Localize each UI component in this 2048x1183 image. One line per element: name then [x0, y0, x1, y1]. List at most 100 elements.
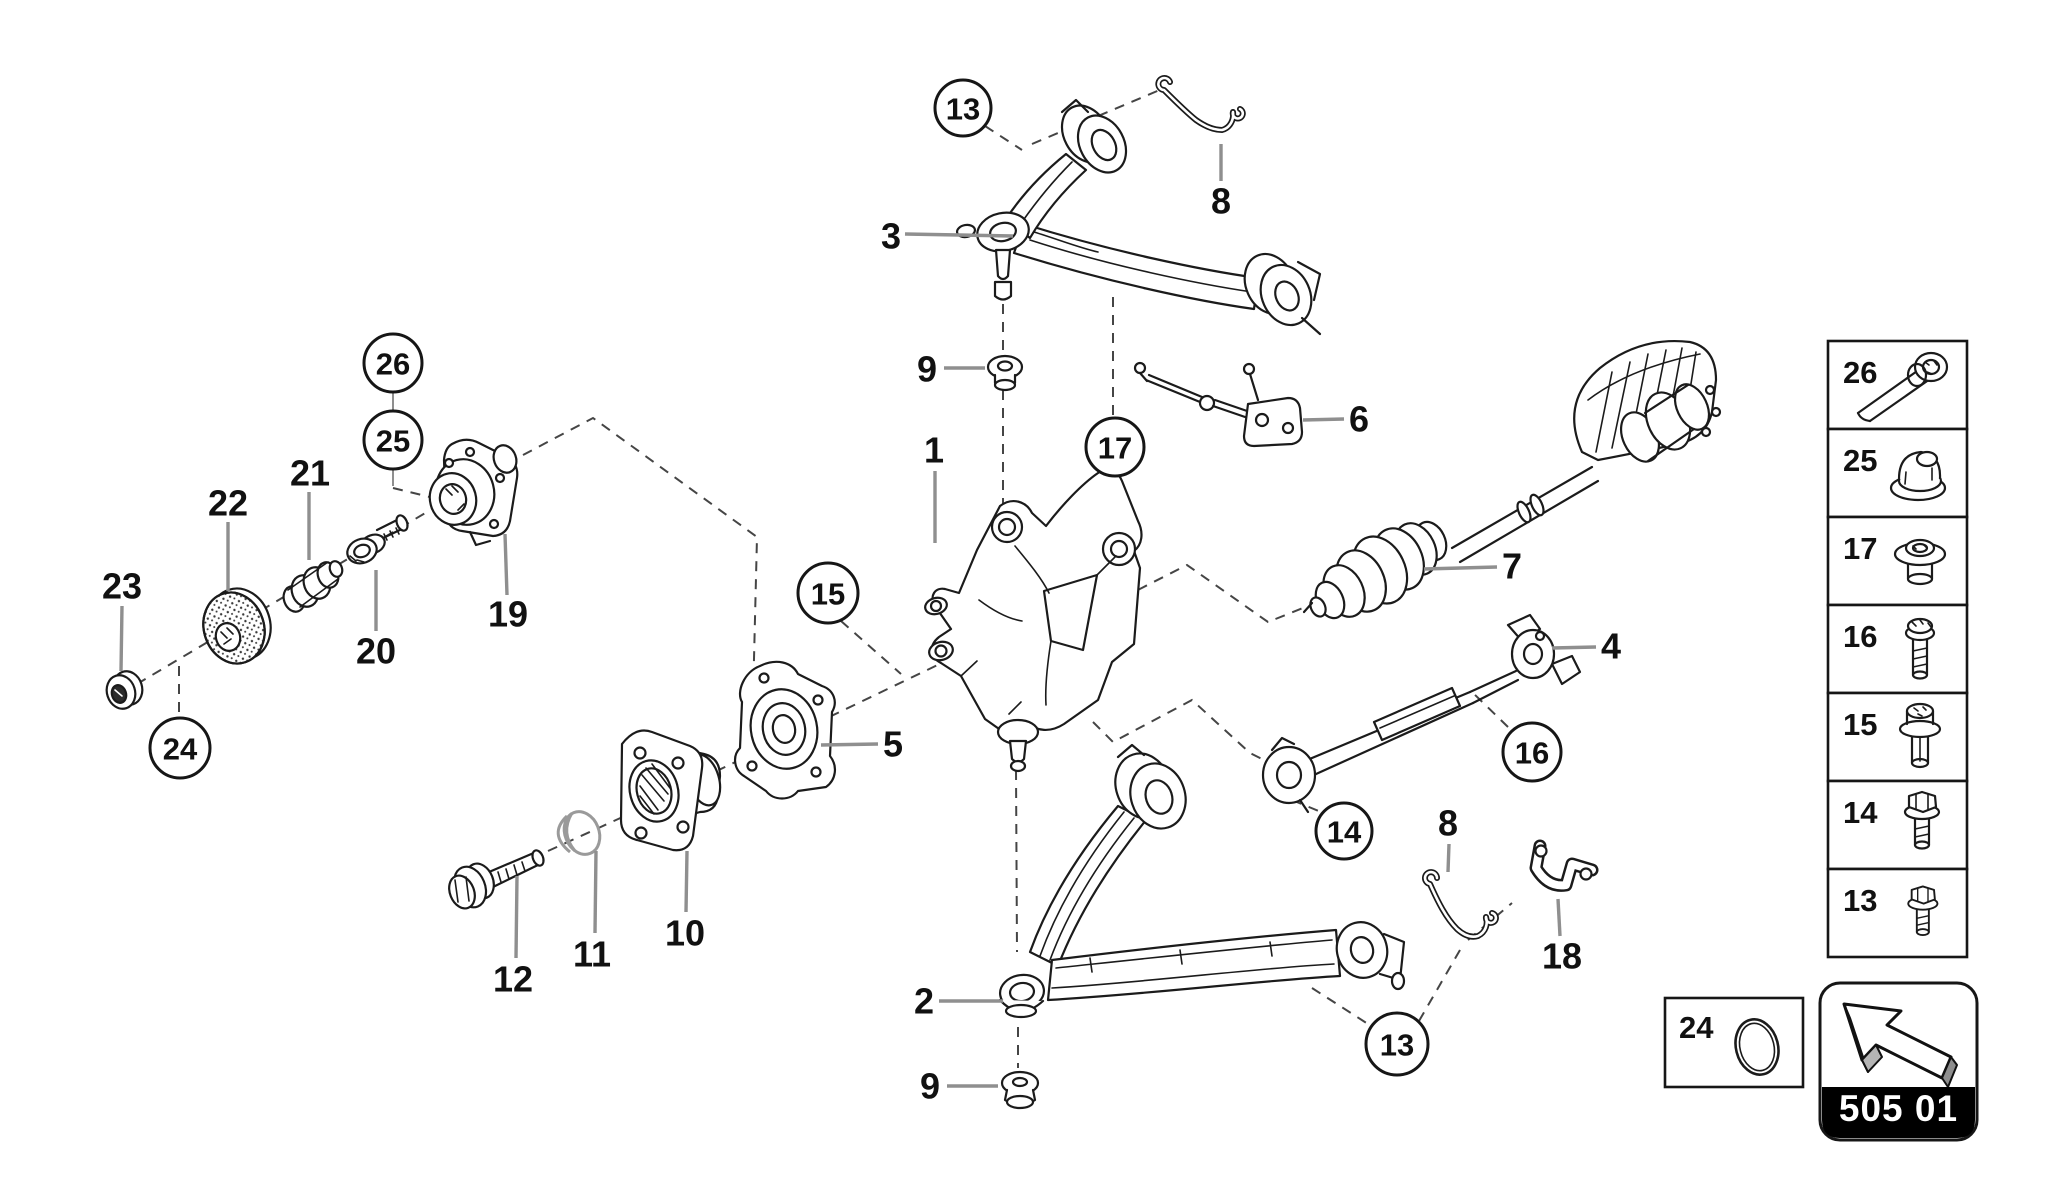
part-toe-link-4: [1261, 613, 1582, 814]
callout-circle-17[interactable]: [1084, 416, 1146, 478]
part-label-7[interactable]: 7: [1502, 546, 1522, 587]
sidebar-cell-number: 25: [1843, 443, 1877, 478]
part-spring-clip-8-bottom: [1422, 869, 1499, 940]
dash-line-19: [1311, 987, 1369, 1025]
assembly-axis-dashes: [136, 88, 1513, 1068]
part-label-3[interactable]: 3: [881, 216, 901, 257]
callout-circle-13-bottom[interactable]: [1364, 1011, 1430, 1077]
dash-line-6: [984, 125, 1023, 151]
part-knuckle-1: [924, 468, 1143, 773]
callout-number-13-top: 13: [946, 92, 980, 127]
part-tone-ring-22: [202, 587, 272, 665]
leader-12: [514, 875, 519, 959]
callout-circle-14[interactable]: [1314, 801, 1374, 861]
callout-number-13-bottom: 13: [1380, 1028, 1414, 1063]
fastener-sidebar: 26 25 17 16 15 14 13: [1826, 339, 1969, 959]
dash-line-20: [1418, 949, 1461, 1022]
dash-line-1: [522, 416, 759, 741]
leader-23: [119, 605, 124, 672]
sidebar-cell-number: 26: [1843, 355, 1877, 390]
part-label-10[interactable]: 10: [665, 913, 705, 954]
callout-circle-26[interactable]: [362, 332, 424, 394]
part-cv-stub-21: [282, 560, 344, 613]
o-ring-icon: [1734, 1018, 1780, 1076]
leader-6: [1302, 417, 1345, 422]
callout-circle-24[interactable]: [148, 716, 212, 780]
sidebar-cell-number: 15: [1843, 707, 1877, 742]
dash-line-15: [1469, 689, 1509, 728]
part-label-12[interactable]: 12: [493, 959, 533, 1000]
sidebar-cell-number: 16: [1843, 619, 1877, 654]
oring-box: 24: [1663, 996, 1805, 1089]
part-label-21[interactable]: 21: [290, 453, 330, 494]
leader-lines: [119, 144, 1597, 1088]
dash-line-14: [840, 620, 902, 675]
callout-number-15: 15: [811, 577, 845, 612]
callout-circle-15[interactable]: [796, 561, 860, 625]
sidebar-cell-17[interactable]: 17: [1826, 515, 1969, 607]
sidebar-cell-frame: [1826, 867, 1969, 959]
part-label-23[interactable]: 23: [102, 566, 142, 607]
dash-line-13: [1092, 698, 1281, 769]
part-label-4[interactable]: 4: [1601, 626, 1621, 667]
part-lower-control-arm-2: [998, 743, 1406, 1019]
part-label-11[interactable]: 11: [573, 934, 611, 975]
sidebar-cell-26[interactable]: 26: [1826, 339, 1969, 431]
part-label-1[interactable]: 1: [924, 430, 944, 471]
sidebar-cell-15[interactable]: 15: [1826, 691, 1969, 783]
callout-number-25: 25: [376, 424, 410, 459]
leader-7: [1423, 565, 1498, 571]
sidebar-cell-13[interactable]: 13: [1826, 867, 1969, 959]
sidebar-cell-16[interactable]: 16: [1826, 603, 1969, 695]
leader-10: [684, 850, 689, 913]
sidebar-cell-frame: [1826, 691, 1969, 783]
part-label-9-top[interactable]: 9: [917, 349, 937, 390]
sidebar-cell-frame: [1826, 603, 1969, 695]
callout-number-17: 17: [1098, 431, 1132, 466]
leader-3: [904, 232, 1014, 238]
part-hub-flange-19: [428, 438, 519, 547]
dash-line-7: [1031, 88, 1163, 145]
leader-8-bottom: [1446, 843, 1451, 873]
part-label-20[interactable]: 20: [356, 631, 396, 672]
part-label-19[interactable]: 19: [488, 594, 528, 635]
part-label-22[interactable]: 22: [208, 483, 248, 524]
part-label-18[interactable]: 18: [1542, 936, 1582, 977]
callout-number-26: 26: [376, 347, 410, 382]
leader-4: [1551, 645, 1597, 650]
sidebar-cell-14[interactable]: 14: [1826, 779, 1969, 871]
part-label-6[interactable]: 6: [1349, 399, 1369, 440]
sidebar-cell-number: 14: [1843, 795, 1878, 830]
leader-18: [1556, 898, 1562, 937]
part-hub-bolt-12: [448, 849, 545, 910]
sidebar-cell-25[interactable]: 25: [1826, 427, 1969, 519]
part-dust-cap-11: [556, 810, 602, 856]
sidebar-cell-frame: [1826, 515, 1969, 607]
part-label-8-bottom[interactable]: 8: [1438, 803, 1458, 844]
leader-5: [820, 742, 879, 747]
part-spring-clip-8-top: [1155, 75, 1246, 133]
callout-circle-16[interactable]: [1501, 721, 1563, 783]
callout-number-16: 16: [1515, 736, 1549, 771]
callout-circle-13-top[interactable]: [933, 78, 993, 138]
page-code-box: 505 01: [1818, 981, 1979, 1142]
leader-19: [503, 533, 509, 596]
part-retainer-bracket-18: [1529, 839, 1599, 892]
part-driveshaft-7: [1302, 340, 1722, 620]
part-label-5[interactable]: 5: [883, 724, 903, 765]
part-grommet-9-bottom: [1000, 1070, 1040, 1110]
part-grommet-9-top: [986, 354, 1024, 392]
callout-circle-25[interactable]: [362, 409, 424, 471]
part-wheel-bearing-5: [734, 660, 836, 800]
dash-line-17: [1015, 769, 1018, 953]
sidebar-cell-number: 17: [1843, 531, 1877, 566]
part-label-2[interactable]: 2: [914, 981, 934, 1022]
part-upper-control-arm-3: [955, 98, 1322, 336]
dash-line-12: [1121, 563, 1309, 624]
part-label-9-bottom[interactable]: 9: [920, 1066, 940, 1107]
turn-arrow-icon: [1842, 1002, 1958, 1088]
part-label-8-top[interactable]: 8: [1211, 181, 1231, 222]
